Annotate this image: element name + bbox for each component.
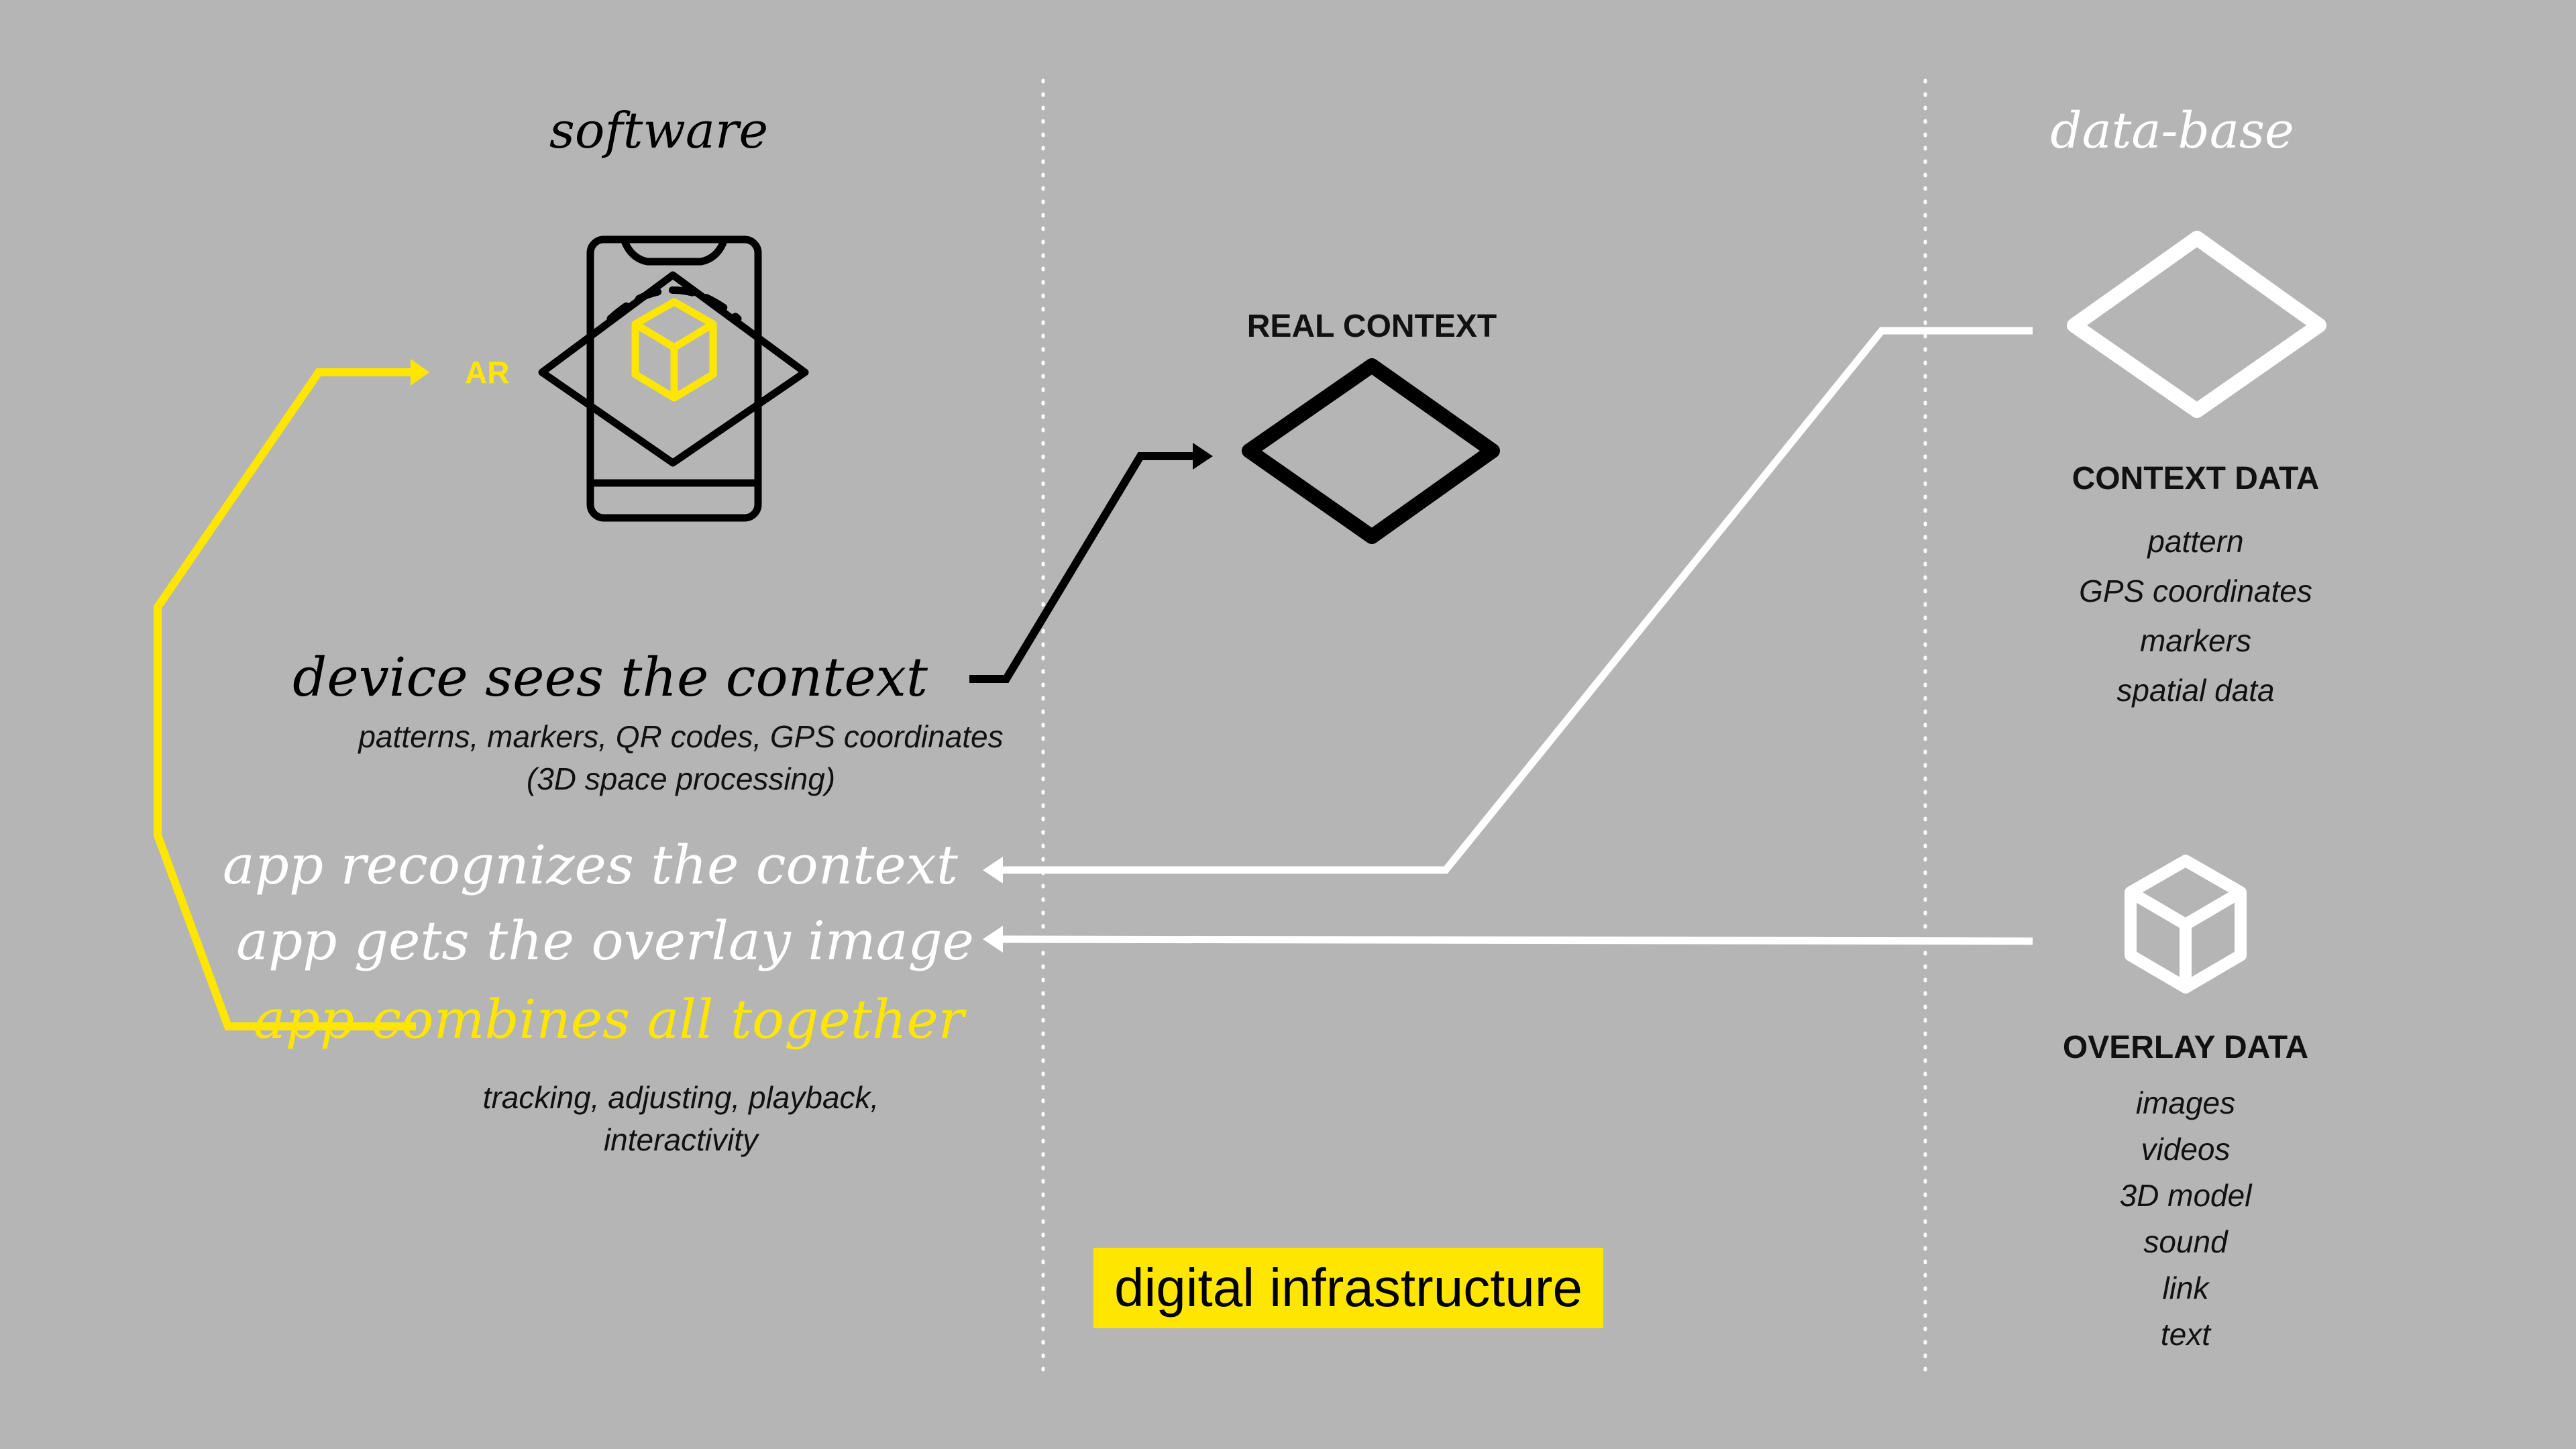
step-device-sees: device sees the context bbox=[292, 646, 928, 708]
step-app-recognizes: app recognizes the context bbox=[222, 834, 958, 896]
context-data-item: spatial data bbox=[2116, 673, 2275, 708]
ar-label: AR bbox=[465, 355, 510, 390]
step-app-gets-overlay: app gets the overlay image bbox=[236, 910, 974, 972]
device-sees-detail-2: (3D space processing) bbox=[526, 761, 836, 796]
overlay-data-item: images bbox=[2135, 1085, 2236, 1120]
real-context-label: REAL CONTEXT bbox=[1246, 309, 1497, 344]
software-column-title: software bbox=[549, 102, 769, 160]
combine-loop-arrow bbox=[154, 359, 429, 1030]
ar-cube-icon bbox=[631, 298, 717, 402]
context-data-item: GPS coordinates bbox=[2079, 574, 2312, 608]
database-column-title: data-base bbox=[2050, 102, 2294, 160]
step-app-combines: app combines all together bbox=[254, 988, 964, 1051]
overlay-data-item: 3D model bbox=[2119, 1178, 2252, 1213]
app-combines-detail-1: tracking, adjusting, playback, bbox=[482, 1080, 879, 1115]
digital-infrastructure-label: digital infrastructure bbox=[1114, 1258, 1583, 1318]
overlay-data-heading: OVERLAY DATA bbox=[2062, 1030, 2309, 1065]
context-data-item: pattern bbox=[2147, 524, 2244, 559]
overlay-data-item: link bbox=[2162, 1271, 2209, 1305]
overlay-data-item: sound bbox=[2143, 1224, 2228, 1259]
overlay-data-list: images videos 3D model sound link text bbox=[2120, 1080, 2252, 1358]
context-data-arrow bbox=[983, 327, 2033, 883]
digital-infrastructure-badge: digital infrastructure bbox=[1093, 1248, 1603, 1328]
context-data-item: markers bbox=[2139, 623, 2252, 658]
app-combines-detail-2: interactivity bbox=[603, 1122, 759, 1157]
device-sees-detail-1: patterns, markers, QR codes, GPS coordin… bbox=[358, 719, 1004, 754]
context-data-list: pattern GPS coordinates markers spatial … bbox=[2079, 517, 2312, 715]
real-context-diamond-icon bbox=[1242, 358, 1500, 544]
overlay-data-item: videos bbox=[2141, 1132, 2231, 1167]
overlay-data-cube-icon bbox=[2125, 855, 2247, 994]
device-to-context-arrow bbox=[969, 443, 1213, 683]
context-data-diamond-icon bbox=[2067, 231, 2326, 418]
overlay-data-arrow bbox=[983, 926, 2033, 953]
smartphone-icon bbox=[538, 235, 809, 522]
context-data-heading: CONTEXT DATA bbox=[2072, 461, 2320, 496]
overlay-data-item: text bbox=[2160, 1317, 2211, 1352]
